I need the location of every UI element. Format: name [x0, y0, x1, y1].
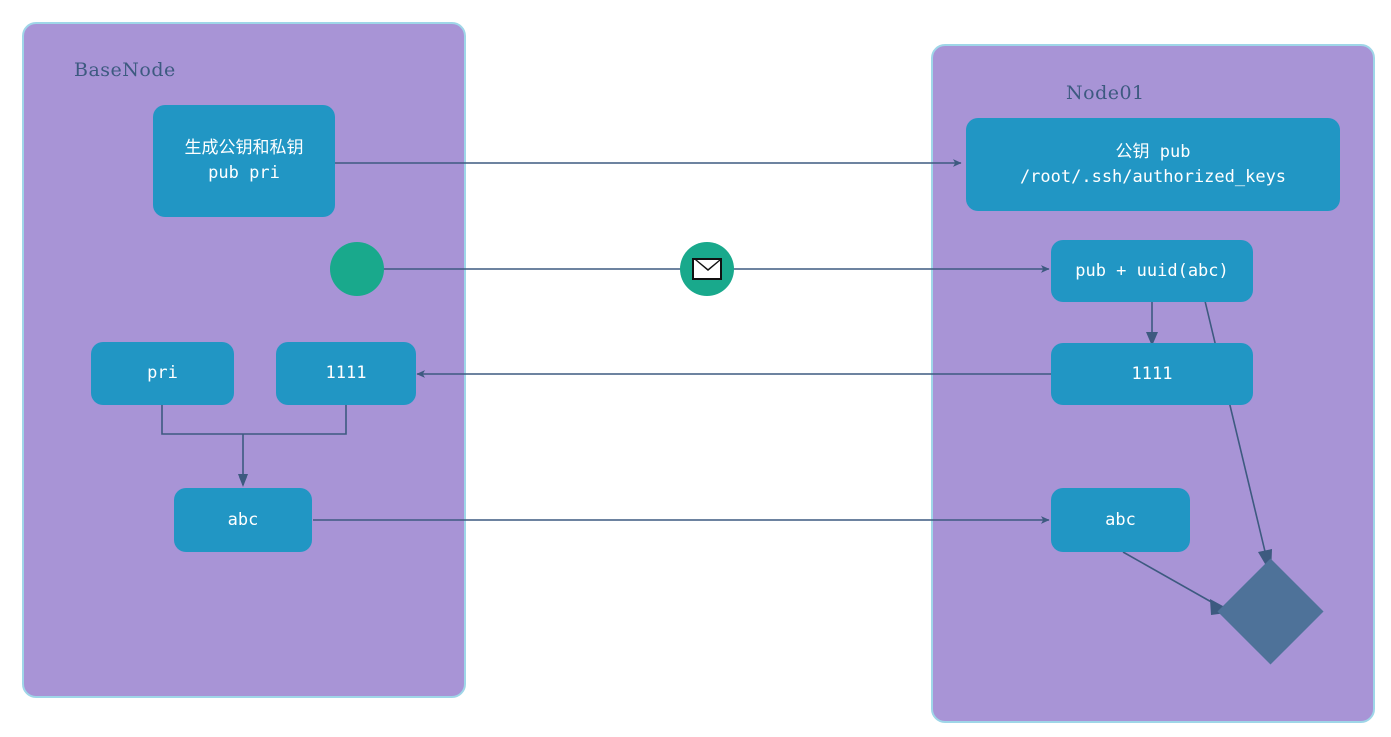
task-left-abc-label: abc [227, 509, 259, 530]
task-right-1111-label: 1111 [1131, 363, 1173, 384]
pool-node01-title: Node01 [1066, 82, 1145, 104]
task-public-key-line1: 公钥 pub [1115, 141, 1191, 162]
task-generate-keys-line1: 生成公钥和私钥 [184, 138, 304, 159]
task-pub-uuid[interactable]: pub + uuid(abc) [1051, 240, 1253, 302]
task-public-key[interactable]: 公钥 pub /root/.ssh/authorized_keys [966, 118, 1340, 211]
task-pub-uuid-label: pub + uuid(abc) [1075, 260, 1229, 281]
task-left-abc[interactable]: abc [174, 488, 312, 552]
task-right-abc[interactable]: abc [1051, 488, 1190, 552]
task-right-1111[interactable]: 1111 [1051, 343, 1253, 405]
pool-basenode-title: BaseNode [74, 59, 176, 81]
message-event[interactable] [680, 242, 734, 296]
start-event-circle-icon[interactable] [330, 242, 384, 296]
task-pri[interactable]: pri [91, 342, 234, 405]
task-left-1111-label: 1111 [325, 363, 367, 384]
envelope-icon [692, 258, 722, 280]
task-public-key-line2: /root/.ssh/authorized_keys [1019, 166, 1287, 187]
task-right-abc-label: abc [1105, 509, 1136, 530]
task-generate-keys-line2: pub pri [208, 163, 280, 183]
task-left-1111[interactable]: 1111 [276, 342, 416, 405]
task-generate-keys[interactable]: 生成公钥和私钥 pub pri [153, 105, 335, 217]
task-pri-label: pri [147, 363, 178, 384]
